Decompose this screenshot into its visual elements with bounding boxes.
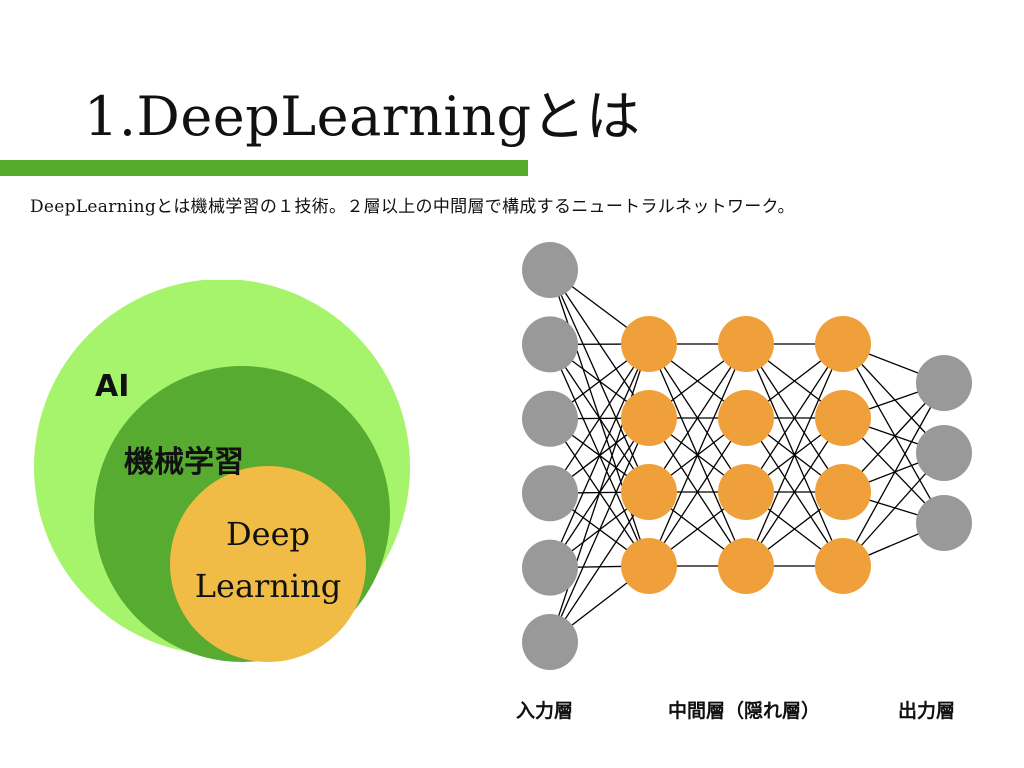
ai-label: AI — [95, 369, 129, 404]
venn-diagram: AI 機械学習 Deep Learning — [34, 280, 410, 662]
input-node — [522, 465, 578, 522]
network-edge — [549, 343, 650, 494]
slide-title: 1.DeepLearningとは — [84, 85, 641, 148]
machine-learning-label: 機械学習 — [124, 445, 244, 480]
output-node — [916, 425, 972, 481]
output-node — [916, 495, 972, 551]
input-node — [522, 242, 578, 298]
network-edge — [842, 382, 945, 567]
network-edge — [745, 343, 844, 567]
input-node — [522, 539, 578, 596]
network-edge — [648, 343, 747, 567]
deep-learning-circle — [170, 466, 366, 662]
hidden-node — [718, 316, 774, 372]
hidden-node — [621, 538, 677, 594]
network-edge — [745, 417, 844, 567]
network-edge — [842, 343, 945, 524]
hidden-node — [718, 390, 774, 446]
input-node — [522, 316, 578, 373]
hidden-node — [621, 464, 677, 520]
network-edge — [549, 343, 650, 568]
input-node — [522, 390, 578, 447]
network-edge — [745, 343, 844, 493]
output-layer-label: 出力層 — [898, 700, 956, 722]
deep-learning-label-line1: Deep — [226, 515, 310, 553]
network-edge — [648, 343, 747, 493]
deep-learning-label-line2: Learning — [195, 567, 342, 605]
network-edge — [648, 417, 747, 567]
hidden-node — [718, 538, 774, 594]
title-underline-bar — [0, 160, 528, 176]
slide-subtitle: DeepLearningとは機械学習の１技術。２層以上の中間層で構成するニュート… — [30, 197, 795, 217]
hidden-node — [621, 316, 677, 372]
network-nodes — [522, 242, 972, 670]
input-layer-label: 入力層 — [516, 700, 574, 722]
output-node — [916, 355, 972, 411]
hidden-node — [815, 464, 871, 520]
hidden-node — [815, 538, 871, 594]
hidden-node — [718, 464, 774, 520]
hidden-node — [621, 390, 677, 446]
hidden-layer-label: 中間層（隠れ層） — [668, 700, 821, 722]
network-edge — [549, 343, 650, 643]
network-edge — [549, 417, 650, 643]
network-edge — [549, 491, 650, 643]
input-node — [522, 614, 578, 670]
hidden-node — [815, 390, 871, 446]
neural-network-diagram — [522, 242, 972, 670]
hidden-node — [815, 316, 871, 372]
